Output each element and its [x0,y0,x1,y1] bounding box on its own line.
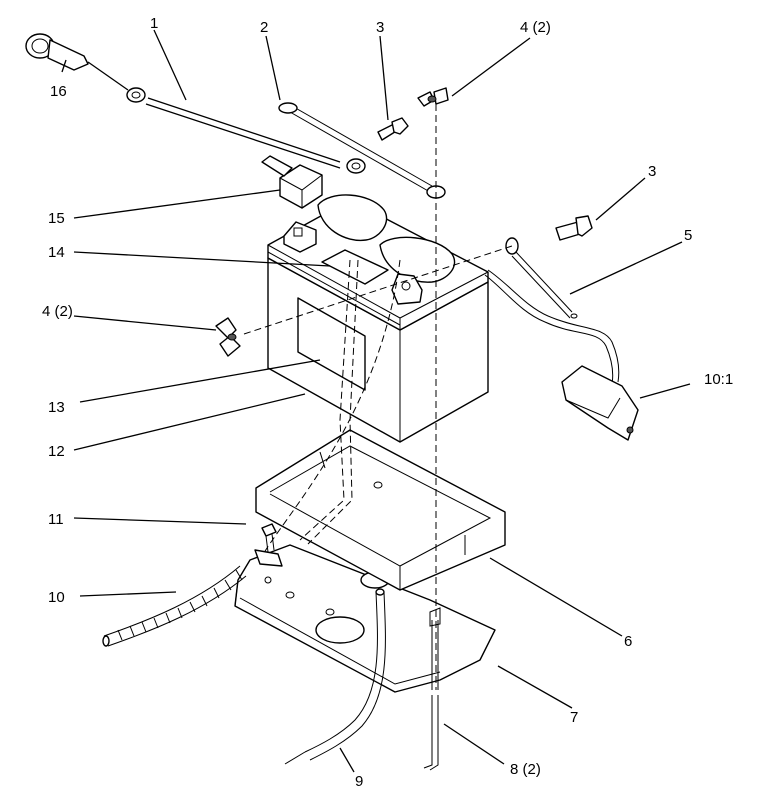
callout-16: 16 [50,83,67,100]
bolt-upper [377,117,409,141]
terminal-boot [261,155,323,209]
callout-5: 5 [684,227,692,244]
callout-3-upper: 3 [376,19,384,36]
cable-5 [505,237,578,319]
callout-12: 12 [48,443,65,460]
callout-13: 13 [48,399,65,416]
callout-4-upper: 4 (2) [520,19,551,36]
wing-nut-left [215,317,241,357]
callout-10: 10 [48,589,65,606]
mounting-plate [234,544,496,693]
cable-2 [278,102,446,199]
callout-15: 15 [48,210,65,227]
callout-2: 2 [260,19,268,36]
bolt-right [555,215,593,241]
wing-nut-upper [417,87,449,107]
assembly-center-lines [243,104,513,690]
wire-harness [484,269,639,441]
callout-9: 9 [355,773,363,790]
battery [267,194,489,443]
callout-8: 8 (2) [510,761,541,778]
hose-9 [284,588,386,765]
callout-1: 1 [150,15,158,32]
callout-7: 7 [570,709,578,726]
callout-3-right: 3 [648,163,656,180]
clamp-bolt [254,523,283,584]
callout-11: 11 [48,511,64,528]
callout-10-1: 10:1 [704,371,733,388]
wire-conduit [102,565,247,647]
callout-labels: 1 2 3 4 (2) 16 3 15 5 14 4 (2) 10:1 13 1… [42,15,733,790]
leader-lines [61,29,691,773]
callout-6: 6 [624,633,632,650]
callout-4-left: 4 (2) [42,303,73,320]
cable-1 [126,87,366,174]
callout-14: 14 [48,244,65,261]
terminal-cover [25,33,129,91]
rod-8 [423,607,441,771]
